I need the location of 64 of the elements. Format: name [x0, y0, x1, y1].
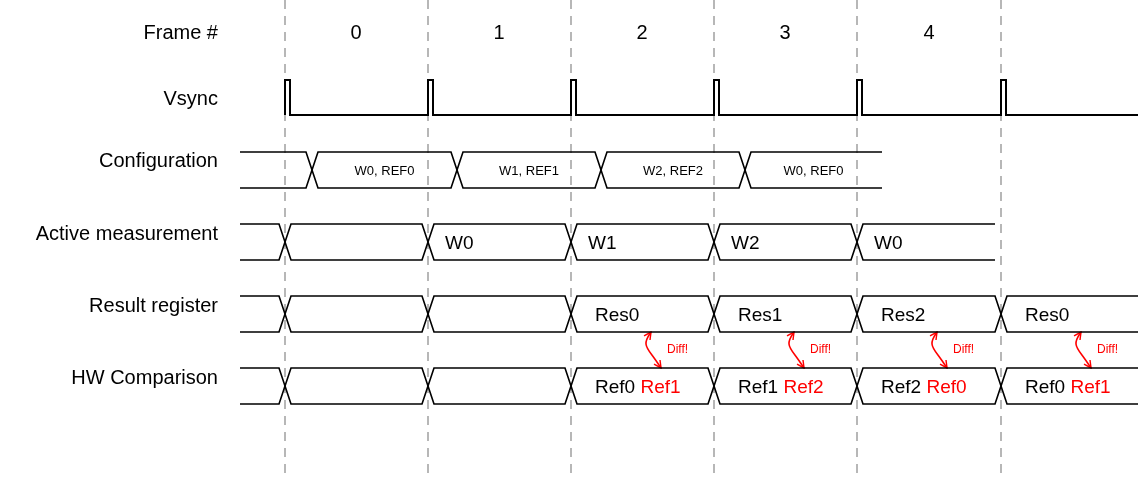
bus-segment	[857, 224, 995, 260]
bus-segment	[857, 368, 1001, 404]
bus-segment	[571, 224, 714, 260]
signal-value: Ref1	[1070, 375, 1111, 397]
signal-value: W0	[874, 231, 903, 253]
double-arrow	[643, 331, 662, 369]
bus-segment	[714, 224, 857, 260]
signal-value: Res1	[738, 303, 783, 325]
signal-value: W2	[731, 231, 760, 253]
row-label: Vsync	[163, 88, 218, 108]
frame-number: 0	[350, 22, 362, 42]
bus-segment	[428, 224, 571, 260]
bus-segment	[714, 368, 857, 404]
signal-value: W0	[445, 231, 474, 253]
bus-segment	[857, 296, 1001, 332]
bus-segment	[428, 296, 571, 332]
edge-label: Diff!	[1097, 343, 1119, 355]
edge-label: Diff!	[810, 343, 832, 355]
bus-segment	[285, 296, 428, 332]
bus-segment	[428, 368, 571, 404]
bus-segment	[601, 152, 745, 188]
bus-segment	[240, 224, 285, 260]
frame-number: 3	[779, 22, 791, 42]
signal-value: Res0	[1025, 303, 1070, 325]
bus-segment	[285, 368, 428, 404]
bus-segment	[312, 152, 457, 188]
signal-value: Ref2	[881, 375, 922, 397]
bus-segment	[1001, 368, 1138, 404]
bus-segment	[571, 296, 714, 332]
bus-segment	[457, 152, 601, 188]
row-label: Active measurement	[35, 223, 218, 243]
signal-value: Ref2	[783, 375, 824, 397]
edge-label: Diff!	[953, 343, 975, 355]
frame-number: 2	[636, 22, 648, 42]
double-arrow	[786, 331, 805, 369]
edge-label: Diff!	[667, 343, 689, 355]
signal-value: W1	[588, 231, 617, 253]
signal-value: Ref1	[640, 375, 681, 397]
signal-value: W2, REF2	[643, 162, 703, 178]
signal-value: W0, REF0	[783, 162, 844, 178]
bus-segment	[571, 368, 714, 404]
signal-value: Ref0	[1025, 375, 1066, 397]
signal-value: Ref0	[926, 375, 967, 397]
row-label: Frame #	[143, 22, 218, 42]
bus-segment	[240, 152, 312, 188]
signal-value: Res2	[881, 303, 926, 325]
signal-value: Res0	[595, 303, 640, 325]
bus-segment	[240, 368, 285, 404]
signal-value: Ref0	[595, 375, 636, 397]
bus-segment	[714, 296, 857, 332]
row-label: HW Comparison	[71, 367, 218, 387]
signal-value: W1, REF1	[499, 162, 559, 178]
frame-number: 4	[923, 22, 935, 42]
double-arrow	[929, 331, 948, 369]
bus-segment	[240, 296, 285, 332]
row-label: Configuration	[99, 150, 218, 170]
frame-number: 1	[493, 22, 505, 42]
row-label: Result register	[89, 295, 218, 315]
signal-value: W0, REF0	[354, 162, 415, 178]
double-arrow	[1073, 331, 1092, 369]
bus-segment	[745, 152, 882, 188]
signal-value: Ref1	[738, 375, 779, 397]
bus-segment	[285, 224, 428, 260]
bus-segment	[1001, 296, 1138, 332]
